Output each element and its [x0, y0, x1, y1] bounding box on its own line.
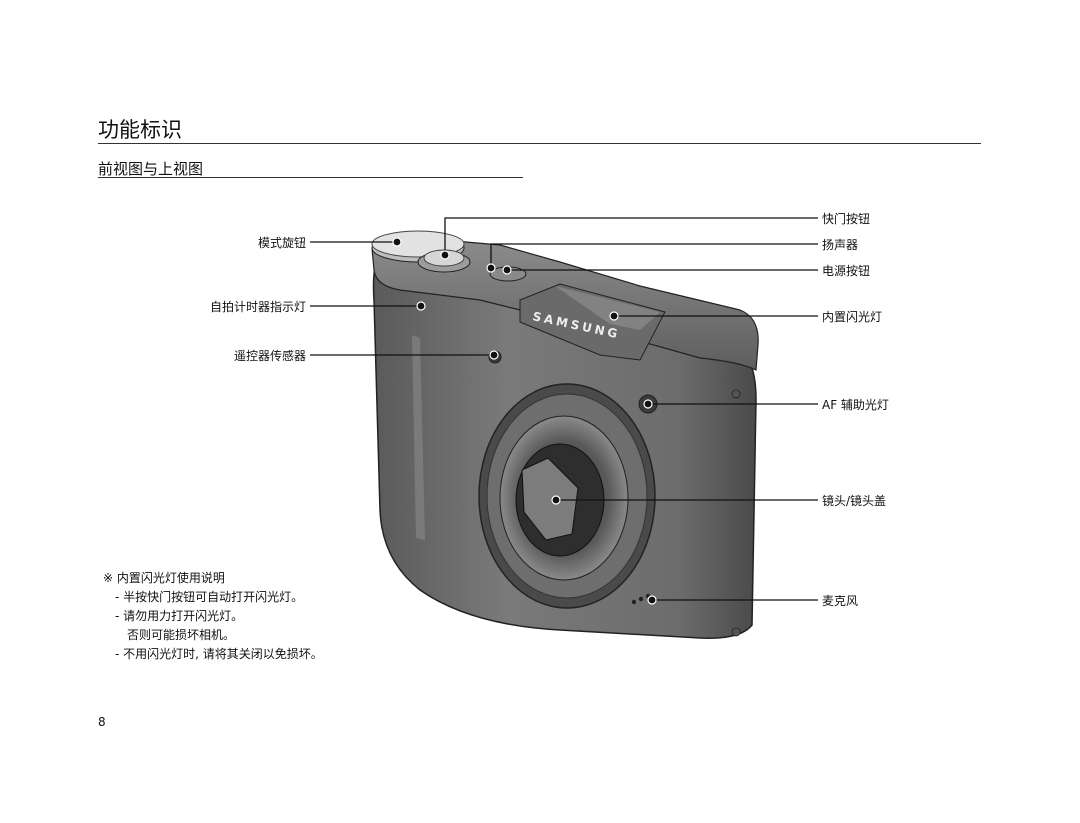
label-shutter-button: 快门按钮: [822, 212, 871, 226]
label-built-in-flash: 内置闪光灯: [822, 310, 883, 324]
note-item: - 不用闪光灯时, 请将其关闭以免损坏。: [115, 647, 323, 661]
notes-heading: ※ 内置闪光灯使用说明: [103, 571, 225, 585]
camera-body: SAMSUNG: [371, 230, 759, 639]
note-item: - 请勿用力打开闪光灯。: [115, 609, 244, 623]
title-divider: [98, 143, 981, 144]
subtitle-divider: [98, 177, 523, 178]
page-number: 8: [98, 715, 106, 729]
label-remote-sensor: 遥控器传感器: [233, 349, 306, 363]
page-title: 功能标识: [98, 118, 182, 142]
note-item: 否则可能损坏相机。: [127, 628, 236, 642]
leader-dots: [392, 237, 657, 605]
note-item: - 半按快门按钮可自动打开闪光灯。: [115, 590, 304, 604]
label-power-button: 电源按钮: [822, 264, 871, 278]
leader-lines: [310, 217, 818, 601]
label-microphone: 麦克风: [822, 594, 859, 608]
section-subtitle: 前视图与上视图: [98, 160, 204, 178]
label-speaker: 扬声器: [822, 238, 859, 252]
label-mode-dial: 模式旋钮: [257, 236, 306, 250]
label-lens-cover: 镜头/镜头盖: [822, 494, 887, 508]
label-self-timer-lamp: 自拍计时器指示灯: [209, 300, 306, 314]
flash-usage-notes: ※ 内置闪光灯使用说明 - 半按快门按钮可自动打开闪光灯。 - 请勿用力打开闪光…: [103, 569, 323, 664]
label-af-lamp: AF 辅助光灯: [822, 398, 889, 412]
